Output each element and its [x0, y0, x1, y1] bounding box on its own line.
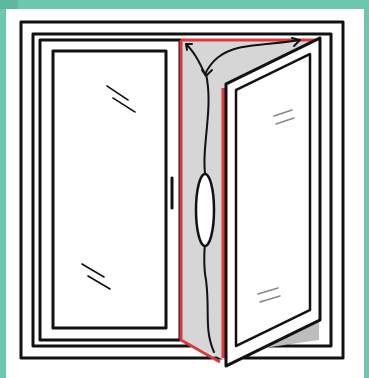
right-glass-glare	[257, 109, 295, 303]
window-frame-icon	[19, 20, 345, 360]
left-sash-glass	[51, 49, 168, 330]
arrow-icons	[185, 37, 301, 77]
left-sash	[38, 38, 182, 342]
corner-accent	[0, 0, 18, 9]
outer-frame	[19, 20, 345, 360]
seal-gap-icon	[181, 40, 319, 360]
gap-oval	[194, 172, 216, 248]
open-sash-glass	[234, 52, 312, 348]
left-glass-glare	[81, 85, 136, 290]
inner-frame	[31, 32, 333, 348]
open-sash-icon	[224, 36, 322, 368]
